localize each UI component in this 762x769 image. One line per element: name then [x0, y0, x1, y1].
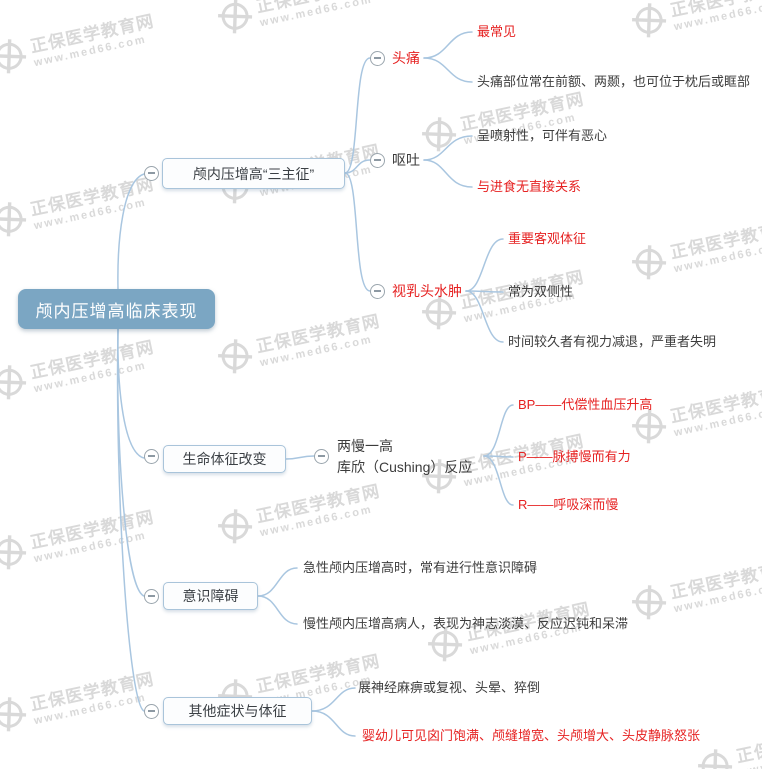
leaf-most-common[interactable]: 最常见 [477, 24, 517, 39]
leaf-projectile-vomiting[interactable]: 呈喷射性，可伴有恶心 [477, 128, 608, 143]
edge-root-other [116, 328, 145, 712]
leaf-unrelated-to-eating[interactable]: 与进食无直接关系 [477, 179, 582, 194]
branch-vital-signs[interactable]: 生命体征改变 [163, 445, 286, 473]
node-cushing-response[interactable]: 两慢一高 库欣（Cushing）反应 [337, 438, 473, 475]
edge-pulse [483, 455, 514, 458]
leaf-pulse[interactable]: P——脉搏慢而有力 [518, 449, 631, 464]
edge-root-three-signs [117, 173, 145, 290]
branch-consciousness[interactable]: 意识障碍 [163, 582, 258, 610]
collapse-icon[interactable] [144, 165, 159, 181]
collapse-icon[interactable] [314, 448, 329, 464]
minus-glyph [148, 455, 155, 457]
edge-chronic [257, 595, 298, 625]
collapse-icon[interactable] [370, 283, 385, 299]
edge-projectile [423, 135, 473, 161]
collapse-icon[interactable] [144, 448, 159, 464]
minus-glyph [374, 159, 381, 161]
edge-root-consciousness [117, 328, 145, 597]
root-node[interactable]: 颅内压增高临床表现 [18, 289, 215, 329]
edge-infant [311, 710, 356, 737]
edge-vision-decline [465, 290, 504, 343]
edge-respiration [483, 455, 514, 506]
minus-glyph [148, 595, 155, 597]
branch-other-symptoms[interactable]: 其他症状与体征 [163, 697, 312, 725]
edge-headache-location [423, 57, 473, 83]
leaf-chronic-apathy[interactable]: 慢性颅内压增高病人，表现为神志淡漠、反应迟钝和呆滞 [303, 616, 629, 631]
leaf-bilateral[interactable]: 常为双侧性 [508, 284, 574, 299]
edge-objective-sign [465, 238, 504, 292]
leaf-key-objective-sign[interactable]: 重要客观体征 [508, 231, 587, 246]
collapse-icon[interactable] [144, 588, 159, 604]
node-vomiting[interactable]: 呕吐 [392, 152, 420, 168]
edge-bilateral [465, 290, 504, 293]
collapse-icon[interactable] [370, 152, 385, 168]
edge-root-vital-signs [117, 328, 145, 459]
node-headache[interactable]: 头痛 [392, 50, 420, 66]
leaf-abducens-palsy[interactable]: 展神经麻痹或复视、头晕、猝倒 [358, 680, 541, 695]
collapse-icon[interactable] [144, 703, 159, 719]
minus-glyph [148, 710, 155, 712]
minus-glyph [374, 57, 381, 59]
leaf-infant-signs[interactable]: 婴幼儿可见囟门饱满、颅缝增宽、头颅增大、头皮静脉怒张 [362, 728, 701, 743]
edge-headache [344, 57, 371, 174]
minus-glyph [374, 290, 381, 292]
edge-acute [257, 567, 298, 597]
branch-three-signs[interactable]: 颅内压增高“三主征” [162, 158, 345, 189]
edge-abducens [311, 687, 356, 712]
minus-glyph [148, 172, 155, 174]
leaf-vision-decline[interactable]: 时间较久者有视力减退，严重者失明 [508, 334, 717, 349]
minus-glyph [318, 455, 325, 457]
leaf-acute-disturbance[interactable]: 急性颅内压增高时，常有进行性意识障碍 [303, 560, 538, 575]
leaf-bp[interactable]: BP——代偿性血压升高 [518, 397, 653, 412]
edge-most-common [423, 31, 473, 59]
edge-bp [483, 404, 514, 457]
leaf-headache-location[interactable]: 头痛部位常在前额、两颞，也可位于枕后或眶部 [477, 74, 751, 89]
edge-papilledema [344, 172, 371, 292]
node-papilledema[interactable]: 视乳头水肿 [392, 283, 462, 299]
collapse-icon[interactable] [370, 50, 385, 66]
leaf-respiration[interactable]: R——呼吸深而慢 [518, 497, 619, 512]
edge-cushing [285, 455, 315, 460]
edge-vomiting [344, 159, 371, 174]
edge-unrelated-eating [423, 159, 473, 188]
